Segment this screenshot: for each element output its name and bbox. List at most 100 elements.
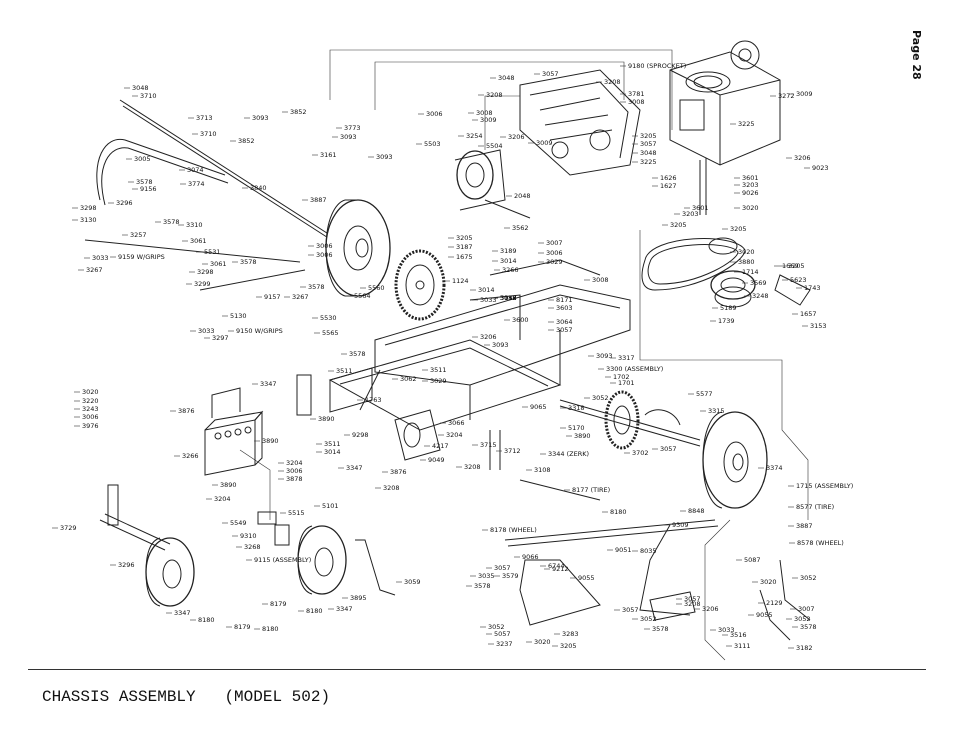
part-callout: 3347 (260, 380, 277, 388)
part-callout: 5130 (230, 312, 247, 320)
part-callout: 3006 (316, 242, 333, 250)
part-callout: 1124 (452, 277, 469, 285)
part-callout: 3206 (480, 333, 497, 341)
part-callout: 3205 (640, 132, 657, 140)
part-callout: 3189 (500, 247, 517, 255)
part-callout: 3254 (466, 132, 483, 140)
part-callout: 3204 (214, 495, 231, 503)
part-callout: 8171 (556, 296, 573, 304)
part-callout: 3206 (508, 133, 525, 141)
part-callout: 9065 (530, 403, 547, 411)
part-callout: 9115 (ASSEMBLY) (254, 556, 311, 564)
part-callout: 8035 (640, 547, 657, 555)
part-callout: 5101 (322, 502, 339, 510)
part-callout: 3064 (556, 318, 573, 326)
part-callout: 3062 (400, 375, 417, 383)
part-callout: 3093 (376, 153, 393, 161)
part-callout: 3208 (604, 78, 621, 86)
part-callout: 3006 (316, 251, 333, 259)
part-callout: 5565 (322, 329, 339, 337)
part-callout: 3020 (738, 248, 755, 256)
part-callout: 2048 (514, 192, 531, 200)
part-callout: 9212 (552, 565, 569, 573)
part-callout: 8848 (688, 507, 705, 515)
part-callout: 3578 (800, 623, 817, 631)
part-callout: 3116 (500, 294, 517, 302)
part-callout: 3052 (800, 574, 817, 582)
part-callout: 3014 (500, 257, 517, 265)
part-callout: 3007 (546, 239, 563, 247)
part-callout: 3061 (210, 260, 227, 268)
part-callout: 9310 (240, 532, 257, 540)
part-callout: 3006 (286, 467, 303, 475)
part-callout: 3773 (344, 124, 361, 132)
part-callout: 3220 (82, 397, 99, 405)
part-callout: 3562 (512, 224, 529, 232)
part-callout: 3315 (708, 407, 725, 415)
part-callout: 3093 (340, 133, 357, 141)
part-callout: 5189 (720, 304, 737, 312)
part-callout: 3887 (796, 522, 813, 530)
part-callout: 3182 (796, 644, 813, 652)
part-callout: 9156 (140, 185, 157, 193)
part-callout: 3052 (794, 615, 811, 623)
part-callout: 4217 (432, 442, 449, 450)
part-callout: 3057 (684, 595, 701, 603)
part-callout: 3052 (592, 394, 609, 402)
part-callout: 9049 (428, 456, 445, 464)
part-callout: 3052 (500, 294, 517, 302)
part-callout: 5560 (368, 284, 385, 292)
caption-divider-rule (28, 669, 926, 670)
part-callout: 3710 (140, 92, 157, 100)
part-callout: 3008 (476, 109, 493, 117)
part-callout: 3600 (512, 316, 529, 324)
part-callout: 3296 (118, 561, 135, 569)
part-callout: 3093 (252, 114, 269, 122)
part-callout: 3033 (92, 254, 109, 262)
part-callout: 3007 (798, 605, 815, 613)
part-callout: 3876 (390, 468, 407, 476)
part-callout: 1763 (365, 396, 382, 404)
part-callout: 8180 (610, 508, 627, 516)
part-callout: 3008 (628, 98, 645, 106)
part-callout: 9055 (756, 611, 773, 619)
part-callout: 3161 (320, 151, 337, 159)
part-callout: 5530 (320, 314, 337, 322)
part-callout: 3890 (318, 415, 335, 423)
part-callout: 3347 (174, 609, 191, 617)
caption-title: CHASSIS ASSEMBLY (42, 688, 196, 706)
part-callout: 3852 (290, 108, 307, 116)
part-callout: 5577 (696, 390, 713, 398)
part-callout: 1715 (ASSEMBLY) (796, 482, 853, 490)
part-callout: 3203 (682, 210, 699, 218)
part-callout: 3206 (702, 605, 719, 613)
part-callout: 8177 (TIRE) (572, 486, 610, 494)
part-callout: 3876 (178, 407, 195, 415)
part-callout: 3344 (ZERK) (548, 450, 589, 458)
part-callout: 1627 (660, 182, 677, 190)
part-callout: 5549 (230, 519, 247, 527)
part-callout: 3248 (752, 292, 769, 300)
caption-model: (MODEL 502) (224, 688, 331, 706)
part-callout: 3840 (250, 184, 267, 192)
page-number-label: Page 28 (910, 30, 923, 80)
part-callout: 9298 (352, 431, 369, 439)
part-callout: 3009 (536, 139, 553, 147)
part-callout: 3009 (480, 116, 497, 124)
part-callout: 3020 (742, 204, 759, 212)
part-callout: 3578 (652, 625, 669, 633)
part-callout: 3298 (80, 204, 97, 212)
part-callout: 3118 (500, 294, 517, 302)
part-callout: 3205 (560, 642, 577, 650)
part-callout: 8180 (306, 607, 323, 615)
part-callout: 3729 (60, 524, 77, 532)
part-callout: 8180 (262, 625, 279, 633)
part-callout: 9055 (578, 574, 595, 582)
part-callout: 9023 (812, 164, 829, 172)
part-callout: 3296 (116, 199, 133, 207)
part-callout: 3035 (478, 572, 495, 580)
part-callout: 3300 (ASSEMBLY) (606, 365, 663, 373)
part-callout: 3048 (132, 84, 149, 92)
part-callout: 3093 (492, 341, 509, 349)
main-sprocket (394, 249, 446, 321)
